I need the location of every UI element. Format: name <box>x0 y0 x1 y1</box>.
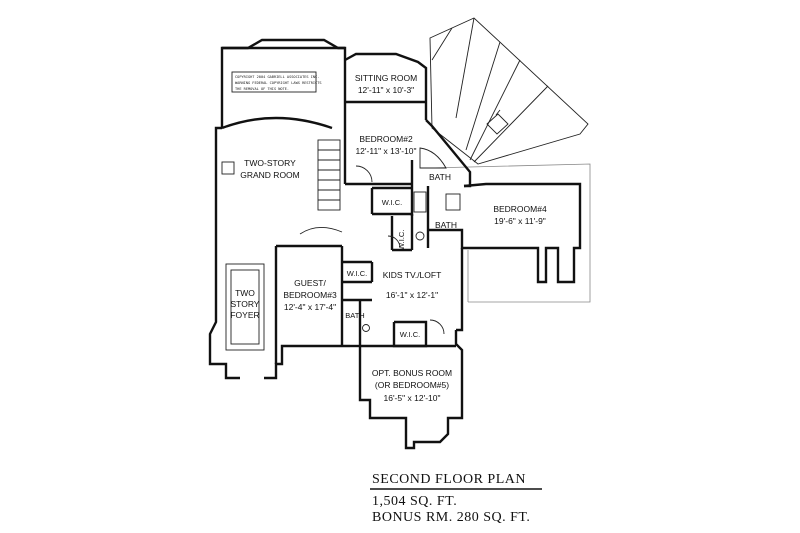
plan-title: SECOND FLOOR PLAN <box>372 472 526 487</box>
sitting-room-name: SITTING ROOM <box>355 73 417 83</box>
exterior-walls <box>208 38 582 450</box>
grand-room-line-2: GRAND ROOM <box>240 170 300 180</box>
grand-room-line-1: TWO-STORY <box>244 158 296 168</box>
kids-loft-name: KIDS TV./LOFT <box>383 270 442 280</box>
roof-outline <box>429 17 589 165</box>
kids-loft-dims: 16'-1" x 12'-1" <box>386 290 438 300</box>
guest-line-1: GUEST/ <box>294 278 326 288</box>
bonus-line-1: OPT. BONUS ROOM <box>372 368 452 378</box>
porch-outline <box>429 163 591 303</box>
foyer-line-3: FOYER <box>230 310 259 320</box>
foyer-line-1: TWO <box>235 288 255 298</box>
bonus-line-2: (OR BEDROOM#5) <box>375 380 449 390</box>
plan-sqft: 1,504 SQ. FT. <box>372 494 457 509</box>
wic-top-label: W.I.C. <box>382 198 402 207</box>
bonus-dims: 16'-5" x 12'-10" <box>383 393 440 403</box>
guest-dims: 12'-4" x 17'-4" <box>284 302 336 312</box>
copyright-line-2: WARNING FEDERAL COPYRIGHT LAWS RESTRICTS <box>235 81 322 85</box>
wic-bonus-label: W.I.C. <box>400 330 420 339</box>
bath-guest-label: BATH <box>345 311 364 320</box>
guest-line-2: BEDROOM#3 <box>283 290 337 300</box>
wic-guest-label: W.I.C. <box>347 269 367 278</box>
bath-mid-label: BATH <box>435 220 457 230</box>
sitting-room-dims: 12'-11" x 10'-3" <box>358 85 414 95</box>
bedroom4-name: BEDROOM#4 <box>493 204 547 214</box>
foyer-line-2: STORY <box>231 299 260 309</box>
plan-bonus-sqft: BONUS RM. 280 SQ. FT. <box>372 510 530 525</box>
bedroom2-dims: 12'-11" x 13'-10" <box>355 146 416 156</box>
chimney-icon <box>486 113 509 135</box>
bath-top-label: BATH <box>429 172 451 182</box>
interior-details <box>221 71 461 351</box>
copyright-line-1: COPYRIGHT 2004 GABRIELL ASSOCIATES INC. <box>235 75 319 79</box>
bedroom2-name: BEDROOM#2 <box>359 134 413 144</box>
wic-vertical-label: W.I.C. <box>397 230 406 250</box>
copyright-line-3: THE REMOVAL OF THIS NOTE. <box>235 87 289 91</box>
bedroom4-dims: 19'-6" x 11'-9" <box>494 216 546 226</box>
